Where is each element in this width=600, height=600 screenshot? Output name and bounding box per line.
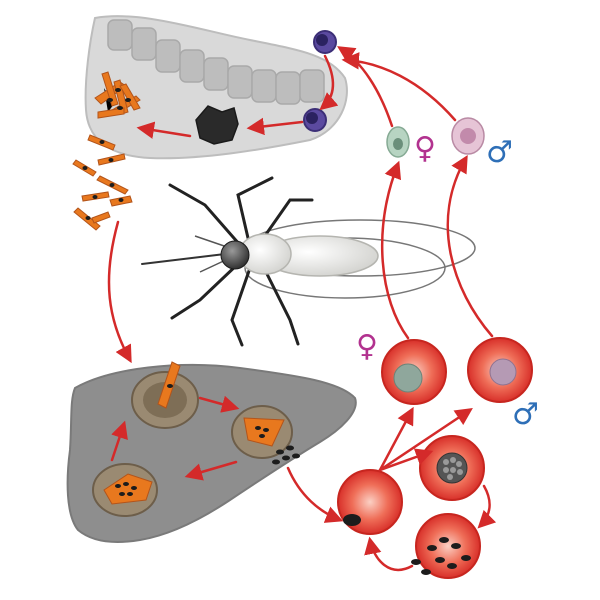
- ookinete-icon: [195, 105, 239, 145]
- sporozoite-icon: [72, 134, 133, 231]
- female-symbol-gamete: ♀: [414, 131, 436, 166]
- mosquito-midgut: [84, 15, 348, 160]
- liver-icon: [66, 361, 357, 543]
- male-symbol-gamete: ♂: [486, 135, 513, 170]
- female-gametocyte-icon: [381, 339, 447, 405]
- ookinete-cell-icon: [303, 108, 327, 132]
- hepatocyte-icon: [131, 361, 199, 429]
- lifecycle-arrows: [107, 46, 497, 572]
- hepatocyte-merozoites-icon: [92, 463, 158, 517]
- male-gametocyte-icon: [467, 337, 533, 403]
- male-symbol-gametocyte: ♂: [512, 397, 539, 432]
- midgut-epithelium-cells: [107, 19, 325, 105]
- ring-stage-icon: [337, 469, 403, 535]
- zygote-icon: [313, 30, 337, 54]
- red-blood-cell-icon: [411, 513, 481, 579]
- schizont-icon: [419, 435, 485, 501]
- merozoite-icon: [272, 445, 300, 465]
- hepatocyte-schizont-icon: [231, 405, 293, 459]
- oocyst-icon: [94, 71, 141, 119]
- female-symbol-gametocyte: ♀: [356, 329, 378, 364]
- male-gamete-icon: [451, 117, 485, 155]
- mosquito-icon: [141, 176, 476, 347]
- female-gamete-icon: [386, 126, 410, 158]
